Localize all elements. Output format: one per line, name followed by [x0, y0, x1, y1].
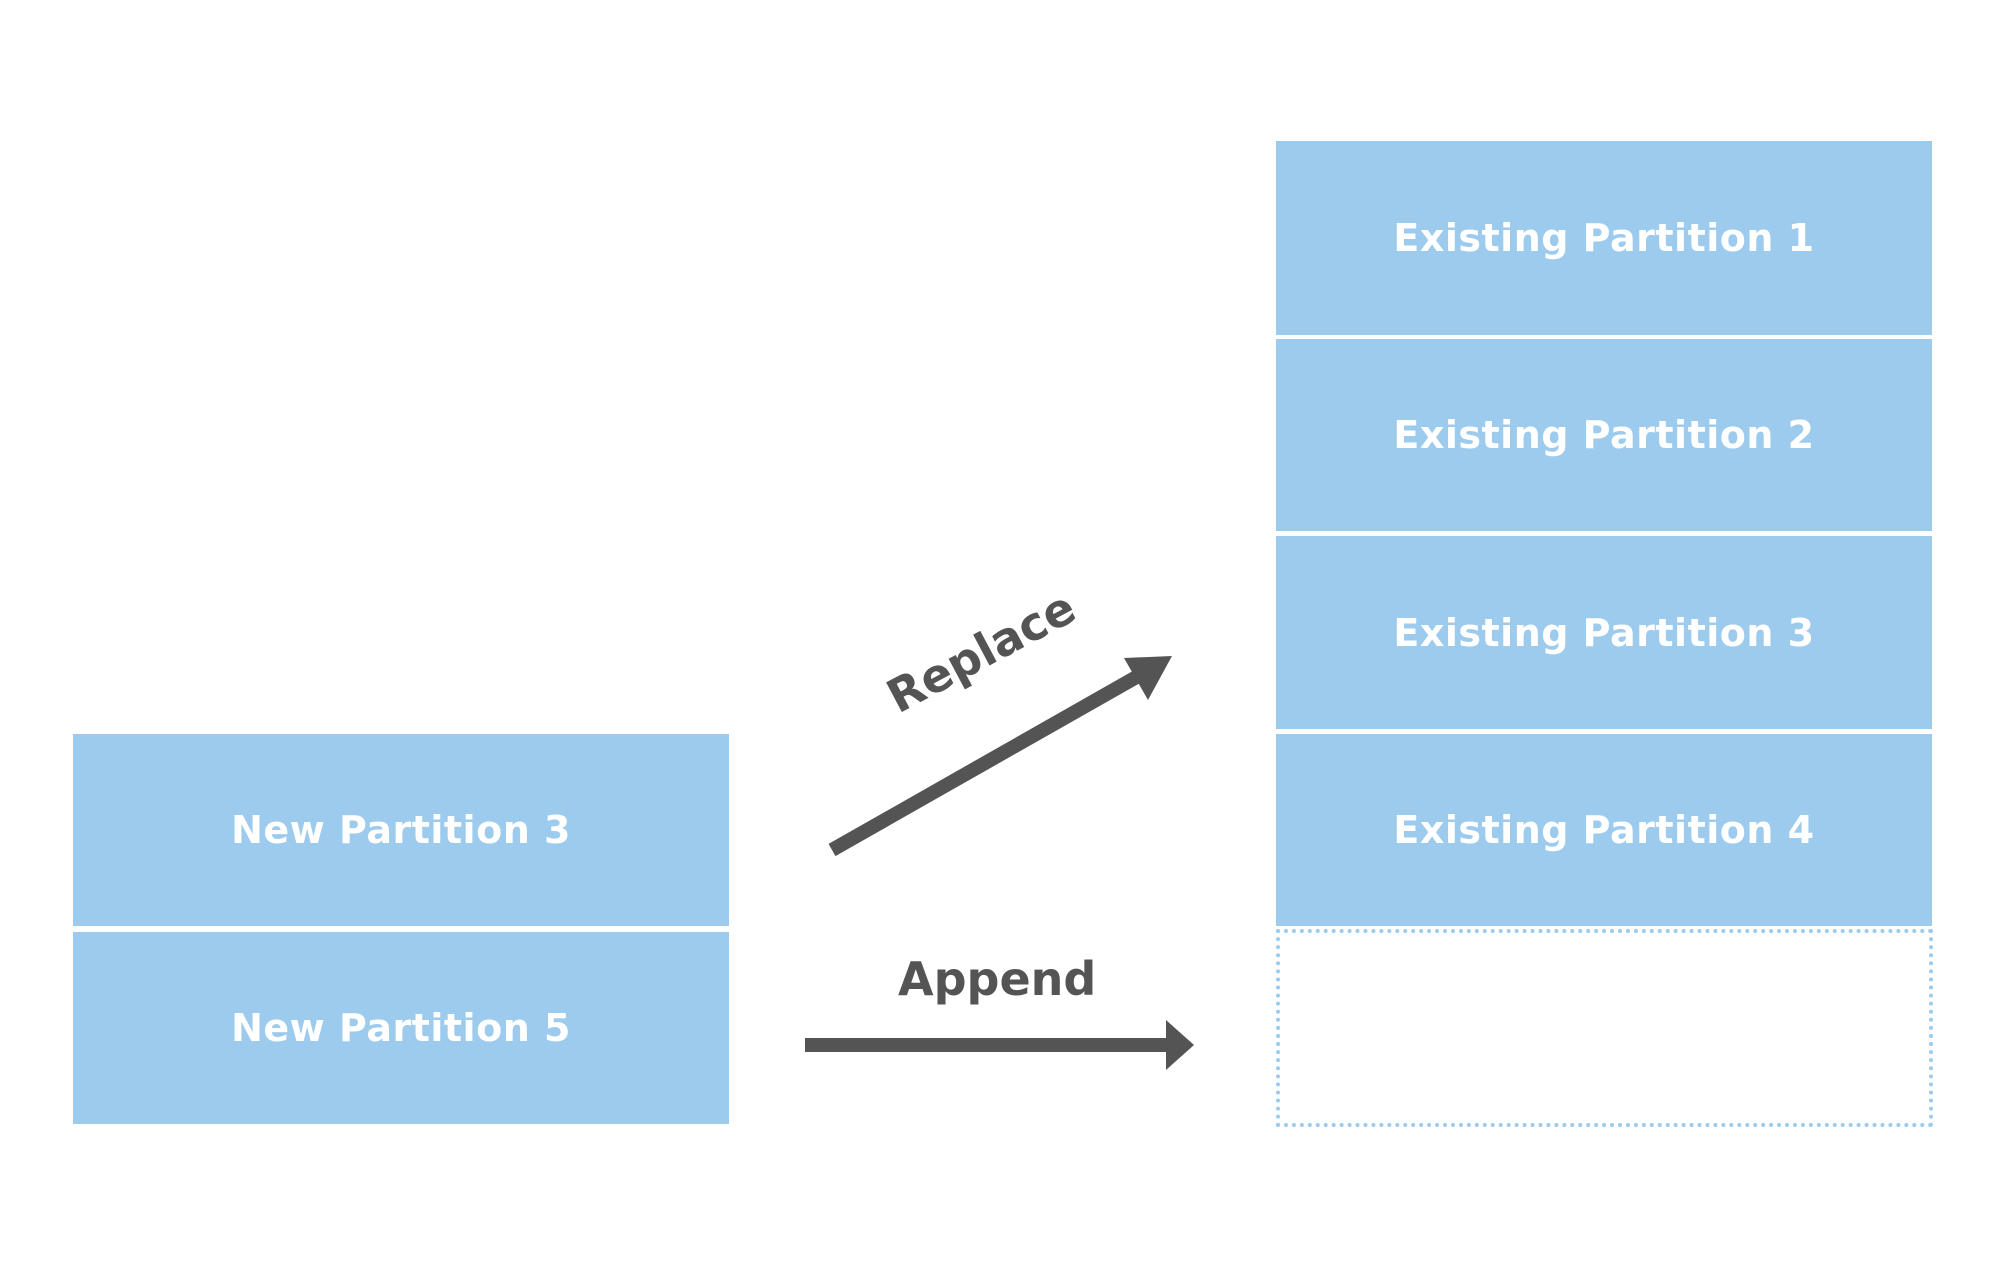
- replace-arrow-icon: [828, 656, 1172, 857]
- existing-partition-4-label: Existing Partition 4: [1393, 808, 1815, 852]
- existing-partition-3: Existing Partition 3: [1276, 536, 1932, 729]
- existing-partition-2-label: Existing Partition 2: [1393, 413, 1815, 457]
- existing-partition-4: Existing Partition 4: [1276, 734, 1932, 926]
- new-partition-3-label: New Partition 3: [231, 808, 571, 852]
- existing-partition-3-label: Existing Partition 3: [1393, 610, 1815, 655]
- existing-partition-2: Existing Partition 2: [1276, 339, 1932, 531]
- empty-append-slot: [1276, 929, 1933, 1127]
- existing-partition-1: Existing Partition 1: [1276, 141, 1932, 335]
- existing-partition-1-label: Existing Partition 1: [1393, 216, 1815, 260]
- new-partition-5-label: New Partition 5: [231, 1006, 571, 1050]
- append-arrow-icon: [805, 1020, 1194, 1070]
- new-partition-3: New Partition 3: [73, 734, 729, 926]
- new-partition-5: New Partition 5: [73, 932, 729, 1124]
- append-label: Append: [898, 952, 1097, 1006]
